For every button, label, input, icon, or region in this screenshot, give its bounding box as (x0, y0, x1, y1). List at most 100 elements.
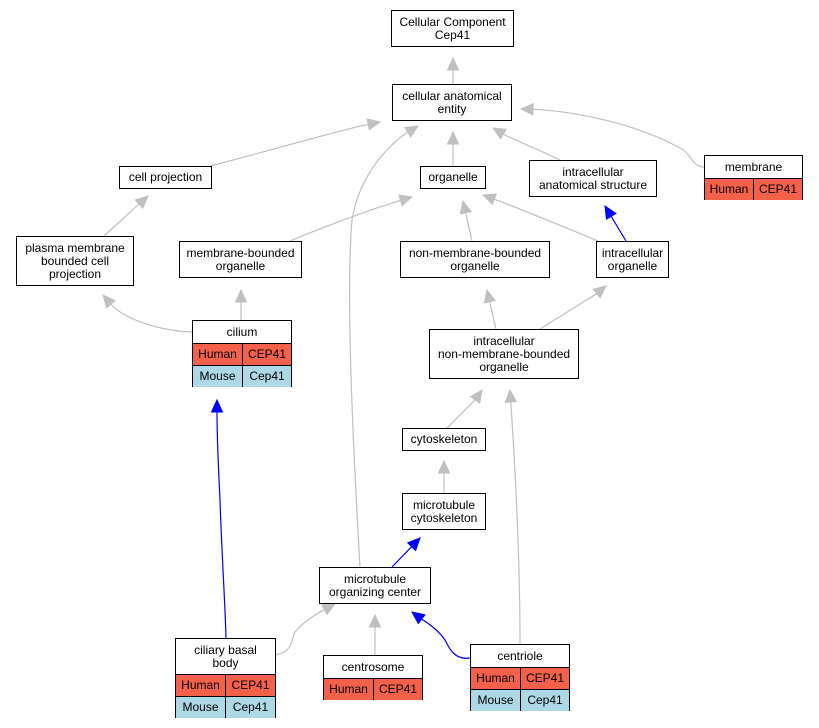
arrowhead (491, 127, 507, 140)
gene-symbol: CEP41 (525, 671, 565, 685)
node-cae[interactable]: cellular anatomical entity (392, 84, 512, 121)
gene-symbol: CEP41 (758, 182, 798, 196)
edge-io-to-ias (604, 204, 627, 242)
node-organelle[interactable]: organelle (420, 166, 486, 189)
node-ias[interactable]: intracellular anatomical structure (529, 160, 657, 197)
arrowhead (604, 204, 617, 220)
arrowhead (411, 611, 426, 625)
edge-centriole-to-inmbo (504, 388, 521, 645)
arrowhead (406, 537, 421, 552)
species-label: Mouse (193, 366, 243, 387)
arrowhead (398, 194, 414, 207)
node-label: Cellular Component Cep41 (399, 14, 506, 42)
gene-symbol: CEP41 (231, 678, 270, 692)
species-label: Human (471, 668, 521, 689)
arrowhead (210, 398, 224, 413)
node-io[interactable]: intracellular organelle (596, 241, 669, 278)
species-label: Human (176, 675, 226, 696)
edge-mtcyto-to-cytoskeleton (437, 459, 451, 493)
node-nmbo[interactable]: non-membrane-bounded organelle (400, 241, 550, 278)
arrowhead (459, 199, 472, 215)
node-mtcyto[interactable]: microtubule cytoskeleton (402, 493, 486, 530)
arrowhead (519, 103, 534, 116)
node-label: centrosome (341, 659, 405, 674)
node-label: cilium (226, 324, 258, 339)
node-label: plasma membrane bounded cell projection (25, 240, 125, 281)
node-label: ciliary basal body (194, 642, 257, 670)
arrowhead (134, 195, 149, 210)
species-label: Human (193, 344, 243, 365)
edge-cbb-to-cilium (210, 398, 227, 639)
node-pmbcp[interactable]: plasma membrane bounded cell projection (16, 236, 134, 286)
mouse-gene-row: Mouse Cep41 (176, 696, 275, 718)
arrowhead (446, 56, 460, 71)
arrowhead (483, 288, 496, 304)
node-mbo[interactable]: membrane-bounded organelle (179, 241, 302, 278)
edge-membrane-to-cae (519, 103, 705, 168)
species-label: Mouse (471, 690, 521, 711)
node-label: intracellular anatomical structure (538, 164, 648, 192)
node-label: organelle (428, 170, 478, 184)
node-root[interactable]: Cellular Component Cep41 (391, 10, 514, 47)
edge-pmbcp-to-cellproj (103, 195, 149, 237)
node-mtoc[interactable]: microtubule organizing center (319, 567, 431, 604)
mouse-gene-row: Mouse Cep41 (471, 689, 569, 711)
arrowhead (366, 118, 382, 131)
arrowhead (404, 125, 420, 138)
node-label: cellular anatomical entity (402, 88, 502, 116)
edge-mtoc-to-cae (349, 125, 420, 568)
arrowhead (321, 603, 337, 616)
species-label: Mouse (176, 697, 226, 718)
node-label: microtubule organizing center (328, 571, 422, 599)
edge-inmbo-to-io (539, 285, 607, 330)
gene-symbol: Cep41 (232, 700, 269, 714)
edge-cbb-to-mtoc (275, 603, 337, 656)
gene-symbol: CEP41 (378, 682, 418, 696)
arrowhead (504, 388, 518, 403)
node-inmbo[interactable]: intracellular non-membrane-bounded organ… (429, 329, 579, 379)
species-label: Human (324, 679, 374, 700)
node-label: cytoskeleton (410, 432, 478, 446)
arrowhead (102, 294, 116, 309)
edge-mbo-to-organelle (289, 194, 414, 242)
mouse-gene-row: Mouse Cep41 (193, 365, 291, 387)
edge-cilium-to-mbo (234, 288, 248, 320)
arrowhead (368, 613, 382, 628)
node-label: membrane (724, 159, 783, 174)
human-gene-row: Human CEP41 (705, 178, 802, 200)
edge-inmbo-to-nmbo (483, 288, 497, 330)
edge-centriole-to-mtoc (411, 611, 471, 659)
edge-cellproj-to-cae (209, 118, 382, 167)
arrowhead (446, 130, 460, 145)
edge-ias-to-cae (491, 127, 561, 161)
arrowhead (234, 288, 248, 303)
species-label: Human (705, 179, 754, 200)
node-cytoskeleton[interactable]: cytoskeleton (402, 428, 486, 451)
gene-symbol: Cep41 (527, 693, 563, 707)
edge-io-to-organelle (481, 193, 599, 242)
node-cellproj[interactable]: cell projection (119, 166, 212, 189)
node-label: intracellular organelle (601, 245, 664, 273)
node-label: membrane-bounded organelle (186, 245, 295, 273)
arrowhead (481, 193, 497, 206)
arrowhead (437, 459, 451, 474)
node-label: centriole (497, 648, 543, 663)
node-label: cell projection (128, 170, 203, 184)
human-gene-row: Human CEP41 (324, 678, 422, 700)
arrowhead (469, 389, 483, 404)
node-label: microtubule cytoskeleton (410, 497, 478, 525)
node-label: non-membrane-bounded organelle (408, 245, 542, 273)
edge-cytoskeleton-to-inmbo (446, 389, 483, 429)
node-label: intracellular non-membrane-bounded organ… (437, 333, 571, 374)
human-gene-row: Human CEP41 (176, 674, 275, 696)
edge-cilium-to-pmbcp (102, 294, 193, 333)
gene-symbol: Cep41 (249, 369, 285, 383)
edge-organelle-to-cae (446, 130, 460, 166)
edge-nmbo-to-organelle (459, 199, 473, 242)
